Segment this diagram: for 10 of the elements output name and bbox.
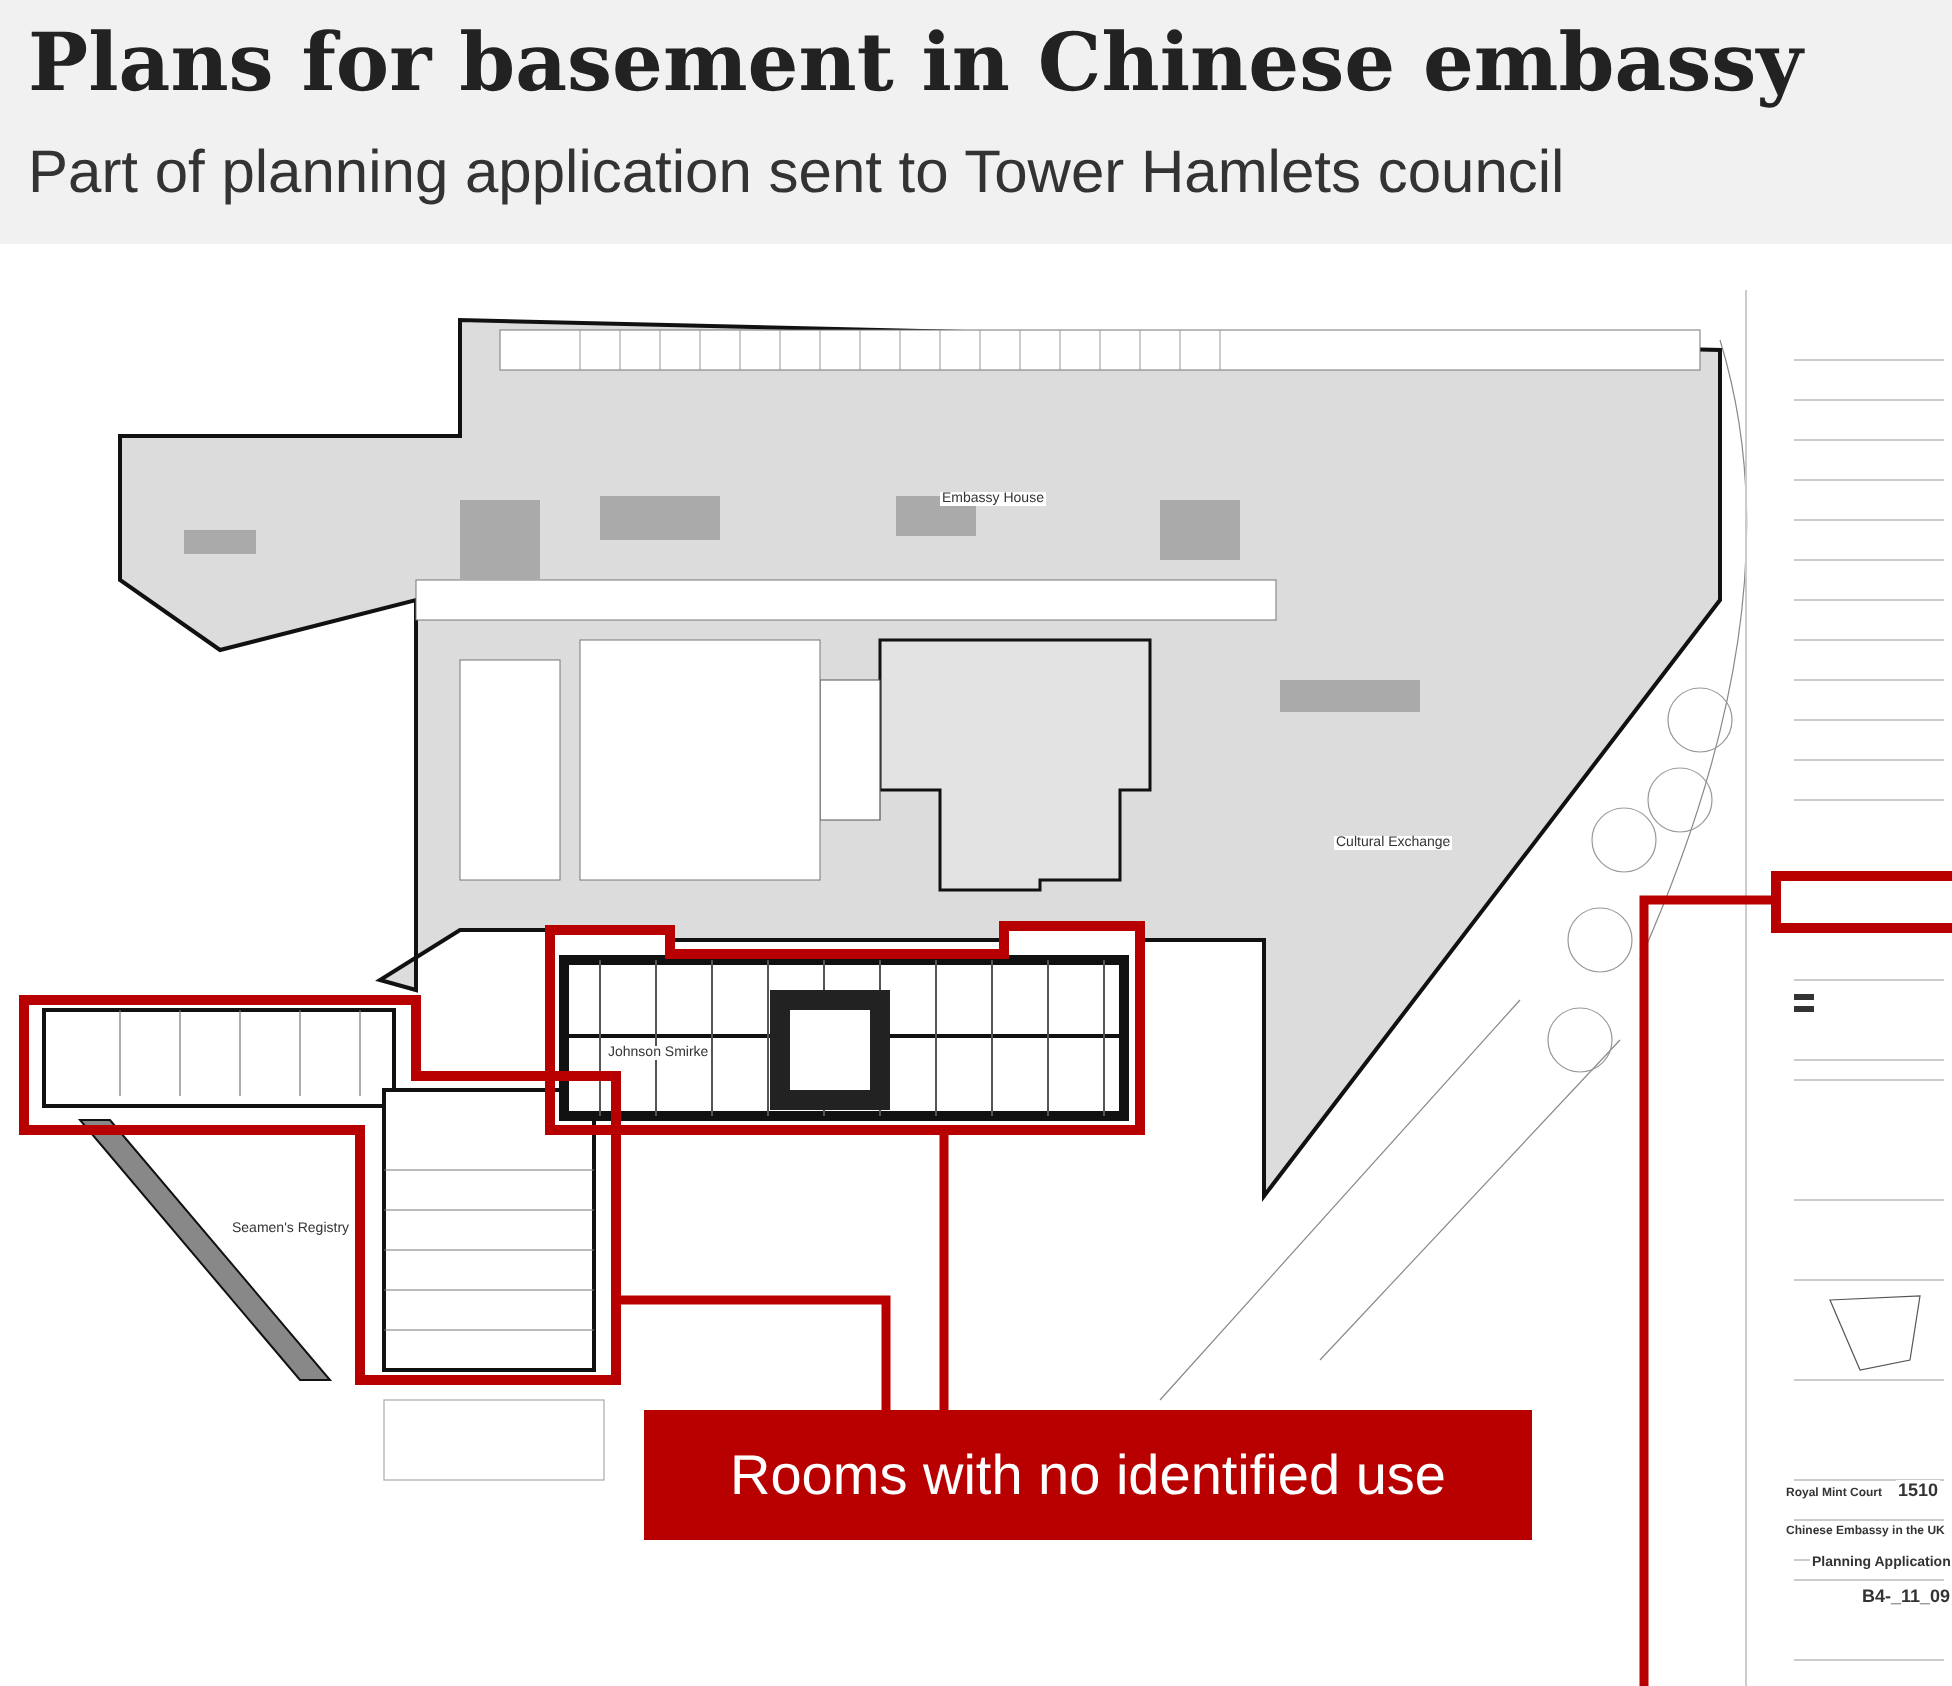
plan-label: B4-_11_09 [1860, 1586, 1952, 1606]
highlight-outline [1772, 872, 1952, 932]
subtitle: Part of planning application sent to Tower Hamlets council [28, 140, 1565, 208]
callout-box: Rooms with no identified use [644, 1410, 1532, 1540]
leader-line [616, 1295, 891, 1410]
plan-label: 1510 [1896, 1480, 1941, 1500]
leader-line [939, 1130, 949, 1410]
leader-line [1639, 895, 1776, 1686]
title: Plans for basement in Chinese embassy [28, 16, 1803, 110]
highlight-outline [546, 922, 1144, 1134]
